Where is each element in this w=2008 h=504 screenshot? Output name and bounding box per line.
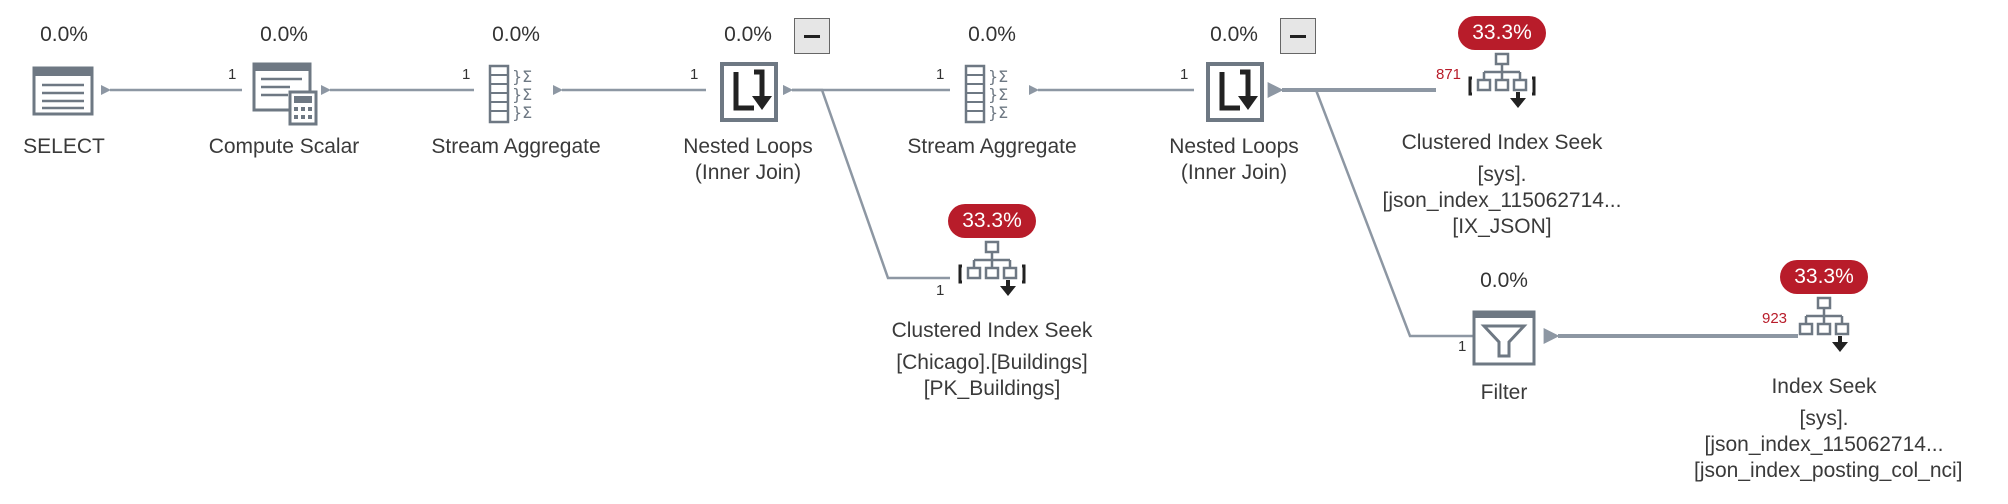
filter-icon	[1472, 310, 1536, 366]
collapse-icon[interactable]	[794, 18, 830, 54]
cost-label: 0.0%	[724, 23, 772, 46]
row-count: 923	[1762, 310, 1788, 327]
node-index: [IX_JSON]	[1452, 215, 1552, 238]
node-select[interactable]: 0.0% SELECT	[0, 22, 194, 160]
node-title: Nested Loops	[683, 135, 813, 158]
clustered-index-seek-icon	[958, 240, 1026, 296]
node-title: Nested Loops	[1169, 135, 1299, 158]
node-nested-loops[interactable]: 0.0% Nested Loops (Inner Join)	[1104, 22, 1364, 186]
svg-text:}Σ: }Σ	[988, 103, 1008, 122]
node-index: [PK_Buildings]	[923, 377, 1061, 400]
node-title: Filter	[1480, 381, 1528, 404]
svg-text:}Σ: }Σ	[512, 103, 532, 122]
node-stream-aggregate[interactable]: 0.0% }Σ}Σ}Σ Stream Aggregate	[862, 22, 1122, 160]
row-count: 1	[228, 66, 237, 83]
collapse-icon[interactable]	[1280, 18, 1316, 54]
node-index: [json_index_posting_col_nci]	[1694, 459, 1963, 482]
row-count: 1	[690, 66, 699, 83]
clustered-index-seek-icon	[1468, 52, 1536, 108]
index-seek-icon	[1798, 296, 1850, 352]
node-index-seek[interactable]: 33.3% Index Seek [sys].[json_index_11506…	[1694, 260, 1963, 484]
node-filter[interactable]: 0.0% Filter	[1374, 268, 1634, 406]
node-compute-scalar[interactable]: 0.0% Compute Scalar	[154, 22, 414, 160]
cost-badge: 33.3%	[1458, 16, 1546, 50]
select-icon	[32, 66, 94, 116]
row-count: 1	[1180, 66, 1189, 83]
node-object: [sys].[json_index_115062714...	[1382, 163, 1622, 212]
node-title: Stream Aggregate	[907, 135, 1077, 158]
stream-aggregate-icon: }Σ}Σ}Σ	[488, 64, 532, 124]
compute-scalar-icon	[252, 62, 318, 126]
node-title: Clustered Index Seek	[1401, 131, 1603, 154]
arrow-chicago-nl1	[783, 85, 950, 280]
node-object: [sys].[json_index_115062714...	[1704, 407, 1944, 456]
svg-text:}Σ: }Σ	[988, 67, 1008, 86]
cost-label: 0.0%	[1480, 269, 1528, 292]
node-object: [Chicago].[Buildings]	[896, 351, 1088, 374]
node-clustered-index-seek[interactable]: 33.3% Clustered Index Seek [Chicago].[Bu…	[862, 204, 1122, 402]
node-title: Stream Aggregate	[431, 135, 601, 158]
node-title: SELECT	[23, 135, 105, 158]
cost-label: 0.0%	[40, 23, 88, 46]
nested-loops-icon	[720, 62, 778, 122]
nested-loops-icon	[1206, 62, 1264, 122]
node-stream-aggregate[interactable]: 0.0% }Σ}Σ}Σ Stream Aggregate	[386, 22, 646, 160]
cost-label: 0.0%	[492, 23, 540, 46]
cost-label: 0.0%	[1210, 23, 1258, 46]
cost-badge: 33.3%	[948, 204, 1036, 238]
node-title: Index Seek	[1771, 375, 1877, 398]
row-count: 1	[462, 66, 471, 83]
svg-text:}Σ: }Σ	[512, 85, 532, 104]
cost-label: 0.0%	[260, 23, 308, 46]
node-clustered-index-seek[interactable]: 33.3% Clustered Index Seek [sys].[json_i…	[1372, 16, 1632, 240]
node-title: Compute Scalar	[208, 135, 360, 158]
row-count: 1	[936, 66, 945, 83]
cost-badge: 33.3%	[1780, 260, 1868, 294]
row-count: 1	[1458, 338, 1467, 355]
node-title: Clustered Index Seek	[891, 319, 1093, 342]
cost-label: 0.0%	[968, 23, 1016, 46]
arrow-filter-nl2	[1273, 85, 1474, 338]
node-subtitle: (Inner Join)	[694, 161, 802, 184]
svg-text:}Σ: }Σ	[988, 85, 1008, 104]
node-subtitle: (Inner Join)	[1180, 161, 1288, 184]
row-count: 1	[936, 282, 945, 299]
node-nested-loops[interactable]: 0.0% Nested Loops (Inner Join)	[618, 22, 878, 186]
svg-text:}Σ: }Σ	[512, 67, 532, 86]
row-count: 871	[1436, 66, 1462, 83]
stream-aggregate-icon: }Σ}Σ}Σ	[964, 64, 1008, 124]
